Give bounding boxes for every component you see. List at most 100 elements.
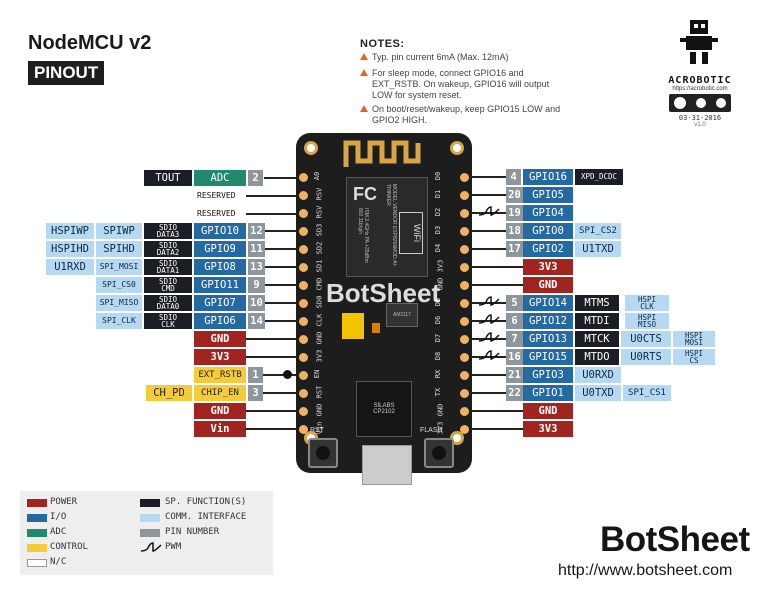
tout-label: TOUT — [144, 170, 192, 186]
header-pin — [299, 353, 308, 362]
legend-swatch-control — [27, 544, 47, 552]
robot-icon — [680, 20, 718, 64]
pin-number: 14 — [248, 313, 265, 329]
pin-connector — [265, 284, 296, 286]
u1txd-label: U1TXD — [575, 241, 621, 257]
pin-connector — [472, 428, 523, 430]
pin-connector — [246, 410, 296, 412]
spi-cs1-label: SPI_CS1 — [623, 385, 671, 401]
gpio16-label: GPIO16 — [523, 169, 573, 185]
flash-button[interactable] — [424, 438, 454, 468]
nodemcu-board: FC WiFi MODEL VENDOR ESP8266MOD AI-THINK… — [296, 133, 472, 485]
pin-number: 19 — [506, 205, 523, 221]
board-pin-label: D4 — [434, 243, 443, 253]
pin-connector — [264, 177, 296, 179]
ch-pd-label: CH_PD — [146, 385, 192, 401]
gpio10-label: GPIO10 — [194, 223, 246, 239]
pin-connector — [472, 266, 523, 268]
led — [372, 323, 380, 333]
pin-connector — [472, 320, 506, 322]
board-pin-label: D6 — [434, 315, 443, 325]
pin-connector — [265, 320, 296, 322]
pin-number: 18 — [506, 223, 523, 239]
legend-pwm: PWM — [165, 542, 182, 552]
spi-cs0-label: SPI_CS0 — [96, 277, 142, 293]
mtdo-label: MTDO — [575, 349, 619, 365]
page-subtitle: PINOUT — [28, 61, 105, 85]
pin-number: 5 — [506, 295, 523, 311]
board-pin-label: GND — [315, 403, 324, 417]
pin-connector — [472, 392, 506, 394]
header-pin — [460, 389, 469, 398]
note-item: For sleep mode, connect GPIO16 and EXT_R… — [360, 68, 572, 101]
pin-connector — [265, 266, 296, 268]
header-pin — [460, 191, 469, 200]
pin-number: 13 — [248, 259, 265, 275]
board-pin-label: D0 — [434, 171, 443, 181]
header-pin — [299, 317, 308, 326]
header-pin — [299, 371, 308, 380]
u0txd-label: U0TXD — [575, 385, 621, 401]
gnd-label: GND — [523, 277, 573, 293]
mtck-label: MTCK — [575, 331, 619, 347]
legend-swatch-pin — [140, 529, 160, 537]
logo-url: https://acrobotic.com — [672, 86, 728, 92]
header-pin — [460, 407, 469, 416]
header-pin — [460, 317, 469, 326]
legend-swatch-sp — [140, 499, 160, 507]
legend-sp: SP. FUNCTION(S) — [165, 497, 247, 507]
pwm-icon — [140, 542, 162, 552]
header-pin — [299, 425, 308, 434]
pin-connector — [472, 230, 506, 232]
board-pin-label: RST — [315, 385, 324, 399]
header-pin — [460, 425, 469, 434]
pin-number: 21 — [506, 367, 523, 383]
pin-connector — [246, 356, 296, 358]
pin-connector — [265, 248, 296, 250]
pin-connector — [472, 194, 506, 196]
pin-connector — [263, 374, 296, 376]
legend-nc: N/C — [50, 557, 67, 567]
header-pin — [460, 263, 469, 272]
chip-en-label: CHIP_EN — [194, 385, 246, 401]
gpio9-label: GPIO9 — [194, 241, 246, 257]
pin-number: 16 — [506, 349, 523, 365]
legend-swatch-power — [27, 499, 47, 507]
legend-swatch-adc — [27, 529, 47, 537]
pin-number: 22 — [506, 385, 523, 401]
gpio0-label: GPIO0 — [523, 223, 573, 239]
brand-name: BotSheet — [600, 520, 750, 559]
3v3-label: 3V3 — [523, 421, 573, 437]
header-pin — [460, 227, 469, 236]
spi-cs2-label: SPI_CS2 — [575, 223, 621, 239]
board-pin-label: SD1 — [315, 259, 324, 273]
pin-number: 6 — [506, 313, 523, 329]
mount-hole — [450, 141, 464, 155]
spi-clk-label: SPI_CLK — [96, 313, 142, 329]
pin-connector — [472, 356, 506, 358]
gnd-label: GND — [194, 331, 246, 347]
legend: POWER I/O ADC CONTROL N/C SP. FUNCTION(S… — [20, 491, 273, 575]
header-pin — [460, 299, 469, 308]
u0cts-label: U0CTS — [621, 331, 671, 347]
pwm-icon — [478, 332, 500, 342]
acrobotic-logo: ACROBOTIC https://acrobotic.com 03-31-20… — [660, 18, 740, 130]
board-pin-label: SD3 — [315, 223, 324, 237]
header-pin — [299, 335, 308, 344]
board-pin-label: A0 — [313, 171, 322, 181]
board-pin-label: D1 — [434, 189, 443, 199]
pin-connector — [472, 410, 523, 412]
rst-button[interactable] — [308, 438, 338, 468]
hspiwp-label: HSPIWP — [46, 223, 94, 239]
vin-label: Vin — [194, 421, 246, 437]
brand-url[interactable]: http://www.botsheet.com — [558, 562, 733, 579]
ext-rstb-label: EXT_RSTB — [194, 367, 246, 383]
legend-adc: ADC — [50, 527, 67, 537]
